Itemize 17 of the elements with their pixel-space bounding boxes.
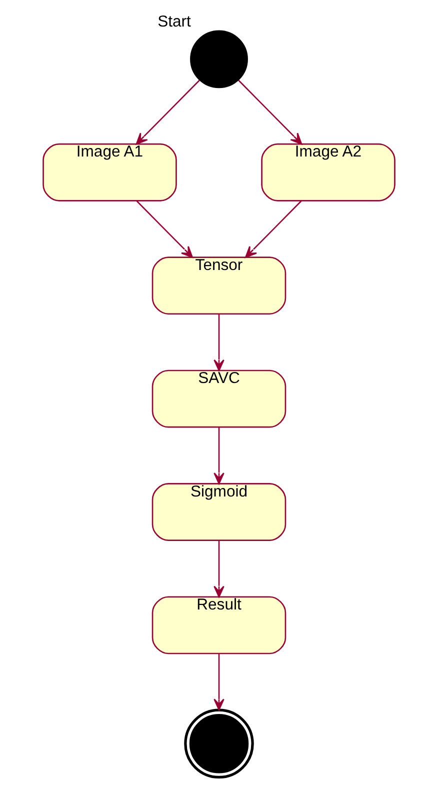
arrow <box>214 540 224 598</box>
node-box: Sigmoid <box>152 483 286 541</box>
node-box: Tensor <box>152 256 286 315</box>
node-box: Image A2 <box>261 143 396 202</box>
arrow <box>214 654 224 710</box>
node-circle <box>190 30 248 88</box>
node-circle <box>184 708 254 779</box>
arrow <box>245 200 302 258</box>
arrow <box>238 80 302 145</box>
arrow <box>136 80 200 145</box>
node-box: SAVC <box>152 370 286 428</box>
node-label: Start <box>158 13 191 30</box>
arrow <box>214 314 224 372</box>
node-box: Result <box>152 596 286 654</box>
arrow <box>214 427 224 484</box>
node-box: Image A1 <box>42 143 177 202</box>
arrow <box>136 200 193 258</box>
